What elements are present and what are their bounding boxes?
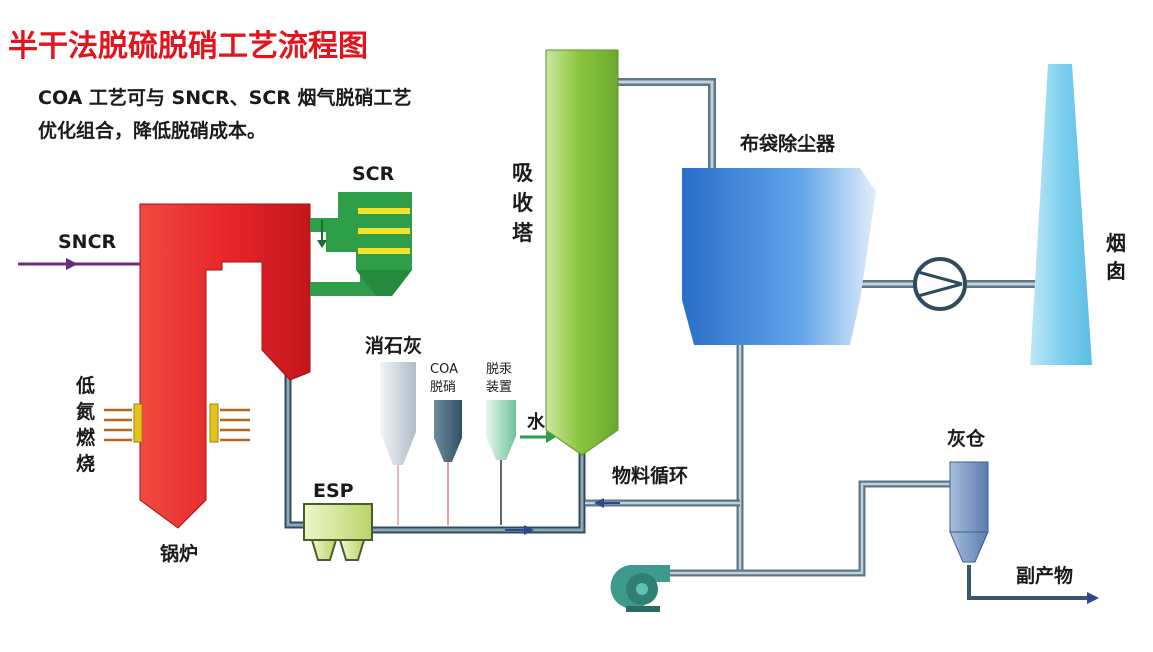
esp-unit (303, 503, 373, 561)
coa-label-line-2: 脱硝 (430, 380, 456, 395)
baghouse-label: 布袋除尘器 (740, 132, 836, 155)
mercury-label-line-1: 脱汞 (486, 362, 512, 377)
water-arrow-icon (546, 431, 556, 443)
chimney (1030, 64, 1092, 365)
sncr-label: SNCR (58, 231, 117, 253)
low-nox-char-4: 烧 (76, 453, 95, 475)
absorber-char-2: 收 (512, 191, 533, 215)
boiler (104, 203, 311, 529)
scr-reactor (310, 192, 412, 296)
ash-silo-label: 灰仓 (947, 427, 986, 450)
burner-arrows-left-icon (104, 408, 132, 442)
absorber-char-3: 塔 (512, 221, 534, 245)
chimney-char-1: 烟 (1106, 231, 1126, 255)
coa-silo (434, 400, 462, 525)
esp-label: ESP (313, 480, 354, 502)
boiler-label: 锅炉 (160, 542, 198, 565)
page-title: 半干法脱硫脱硝工艺流程图 (8, 29, 368, 64)
chimney-label: 烟 囱 (1106, 231, 1126, 283)
absorber-label: 吸 收 塔 (512, 161, 534, 245)
low-nox-char-1: 低 (75, 374, 95, 397)
lime-silo (380, 362, 416, 525)
low-nox-burner-label: 低 氮 燃 烧 (75, 374, 96, 475)
subtitle-line-2: 优化组合，降低脱硝成本。 (38, 119, 266, 142)
burner-arrows-right-icon (220, 408, 250, 442)
absorber-char-1: 吸 (512, 161, 534, 185)
chimney-char-2: 囱 (1106, 259, 1126, 283)
mercury-removal-silo (486, 400, 516, 525)
pipes (284, 78, 1099, 604)
low-nox-char-3: 燃 (76, 426, 96, 449)
absorber-tower (545, 49, 619, 456)
lime-label: 消石灰 (365, 334, 422, 357)
scr-down-arrow-icon (317, 240, 327, 248)
recycle-label: 物料循环 (612, 464, 688, 487)
blower-icon (610, 565, 670, 612)
low-nox-char-2: 氮 (76, 400, 95, 423)
mercury-label-line-2: 装置 (486, 380, 512, 395)
byproduct-label: 副产物 (1016, 564, 1073, 587)
baghouse-filter (682, 168, 876, 345)
scr-label: SCR (352, 163, 395, 185)
subtitle-line-1: COA 工艺可与 SNCR、SCR 烟气脱硝工艺 (38, 86, 412, 109)
sncr-arrow-icon (66, 258, 78, 270)
coa-label-line-1: COA (430, 362, 458, 377)
ash-silo (949, 461, 989, 563)
water-label: 水 (527, 411, 546, 433)
induced-draft-fan-icon (913, 257, 967, 311)
